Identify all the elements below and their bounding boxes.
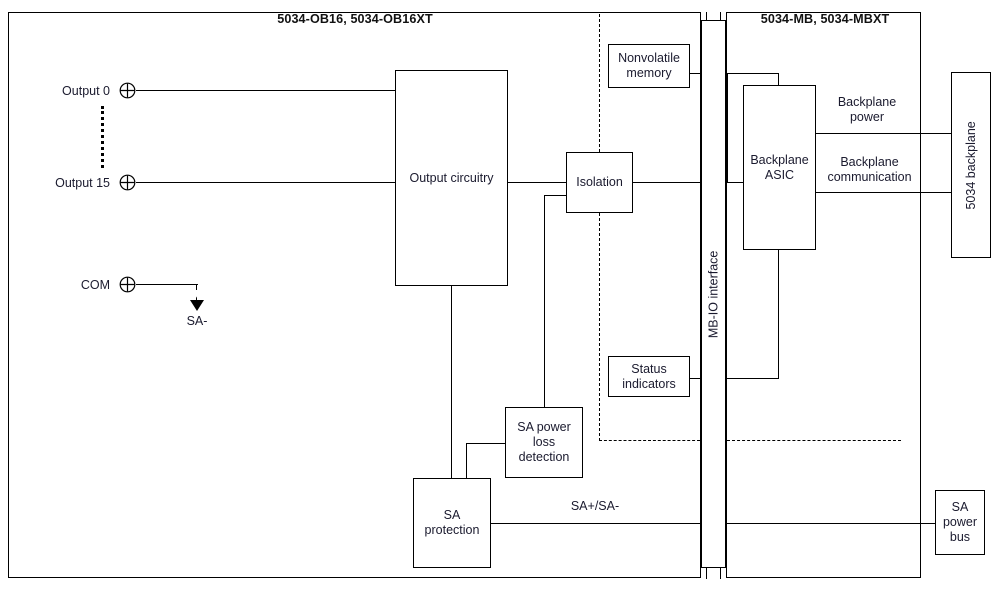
block-output-circuitry-label: Output circuitry <box>409 170 494 185</box>
screw-terminal-icon-output-0[interactable] <box>119 82 136 99</box>
block-mb-io-interface[interactable]: MB-IO interface <box>701 20 726 568</box>
right-module-title: 5034-MB, 5034-MBXT <box>760 12 890 26</box>
wire-output-circuitry-to-sa-protection <box>451 286 453 478</box>
wire-backplane-power <box>816 133 951 135</box>
wire-label-sa-minus: SA- <box>186 314 208 328</box>
wire-com-horizontal <box>136 284 198 286</box>
wire-output-0-to-output-circuitry <box>136 90 396 92</box>
isolation-boundary-horizontal-right <box>727 440 901 441</box>
wire-isolation-bottom-stub <box>544 195 567 197</box>
screw-terminal-icon-output-15[interactable] <box>119 174 136 191</box>
wire-asic-bottom-drop <box>778 250 780 378</box>
block-isolation-label: Isolation <box>576 175 623 190</box>
wire-mb-io-to-sa-power-bus <box>727 523 935 525</box>
terminal-label-com: COM <box>80 278 110 292</box>
terminal-label-output-15: Output 15 <box>55 176 110 190</box>
wire-mb-io-to-asic-vertical <box>727 73 729 183</box>
wire-sa-power-loss-to-sa-protection <box>466 443 468 478</box>
wire-mb-io-to-asic-top-horizontal <box>727 73 779 75</box>
isolation-boundary-upper <box>599 14 600 152</box>
wire-asic-top-drop <box>778 73 780 86</box>
wire-label-sa-plus-minus: SA+/SA- <box>570 499 620 513</box>
wire-mb-io-top-stub-right <box>720 12 722 21</box>
left-module-title: 5034-OB16, 5034-OB16XT <box>277 12 433 26</box>
block-isolation[interactable]: Isolation <box>566 152 633 213</box>
left-module-container <box>8 12 701 578</box>
wire-asic-bottom-to-mb-io <box>727 378 779 380</box>
isolation-boundary-horizontal-left <box>599 440 700 441</box>
wire-status-indicators-to-mb-io <box>690 378 701 380</box>
wire-mb-io-top-stub-left <box>706 12 708 21</box>
wire-sa-protection-to-mb-io <box>491 523 701 525</box>
screw-terminal-icon-com[interactable] <box>119 276 136 293</box>
terminal-label-output-0: Output 0 <box>62 84 110 98</box>
right-module-container <box>726 12 921 578</box>
wire-output-circuitry-to-isolation <box>508 182 566 184</box>
wire-mb-io-to-asic-left <box>727 182 744 184</box>
wire-mb-io-bottom-stub-left <box>706 567 708 579</box>
wire-nonvolatile-memory-to-mb-io <box>690 73 701 75</box>
wire-isolation-to-mb-io <box>633 182 701 184</box>
block-5034-backplane[interactable]: 5034 backplane <box>951 72 991 258</box>
wire-output-15-to-output-circuitry <box>136 182 396 184</box>
terminal-ellipsis-dots <box>101 106 104 168</box>
wire-mb-io-bottom-stub-right <box>720 567 722 579</box>
wire-backplane-communication <box>816 192 951 194</box>
block-output-circuitry[interactable]: Output circuitry <box>395 70 508 286</box>
isolation-boundary-lower <box>599 213 600 441</box>
block-5034-backplane-label: 5034 backplane <box>963 120 978 210</box>
wire-sa-power-loss-left-stub <box>466 443 505 445</box>
block-mb-io-interface-label: MB-IO interface <box>706 250 721 338</box>
sa-minus-arrow-icon <box>190 290 204 311</box>
wire-isolation-to-sa-power-loss <box>544 195 546 407</box>
